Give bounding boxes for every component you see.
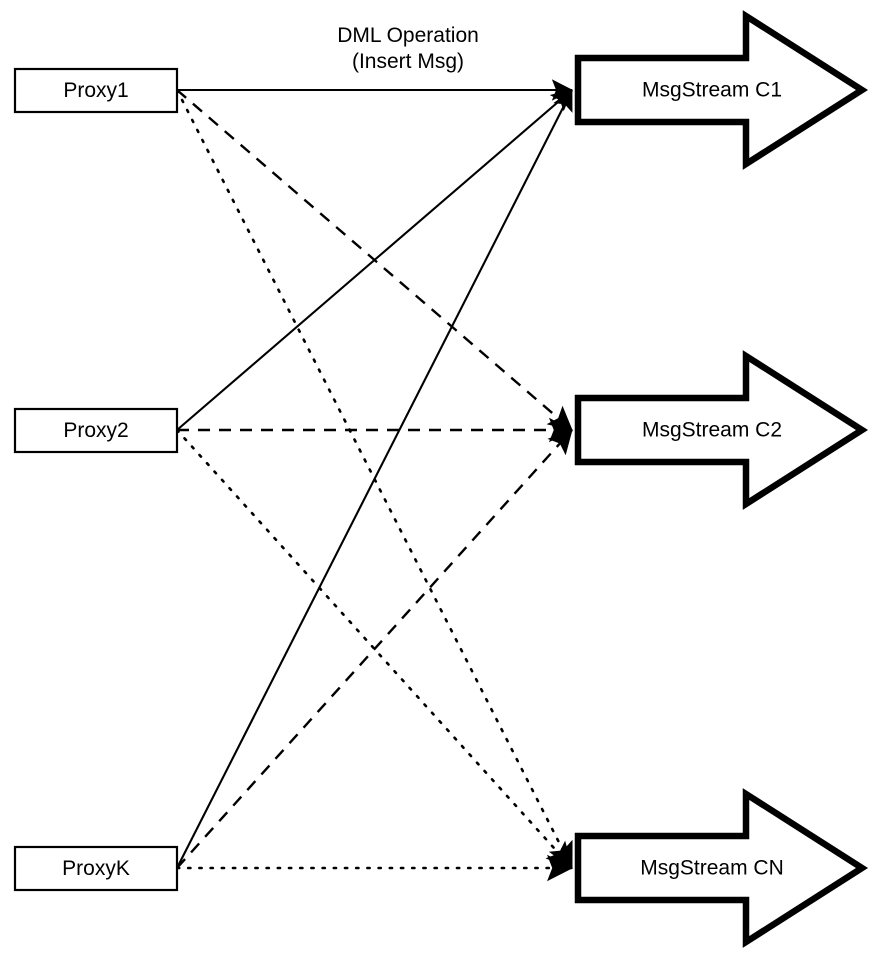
- block-arrow-icon: [574, 350, 869, 510]
- stream-node-c2[interactable]: MsgStream C2: [574, 350, 869, 510]
- stream-label: MsgStream C1: [642, 79, 782, 102]
- connection-proxy2-to-stream-c1[interactable]: [176, 89, 573, 431]
- stream-node-c1[interactable]: MsgStream C1: [574, 10, 869, 170]
- connection-proxyk-to-stream-c1[interactable]: [176, 89, 573, 869]
- proxy-box-rect: [13, 407, 179, 454]
- connection-proxy2-to-stream-cn[interactable]: [175, 428, 574, 870]
- proxy-label: Proxy2: [63, 419, 128, 442]
- proxy-node-proxy2[interactable]: Proxy2: [13, 407, 179, 454]
- block-arrow-icon: [574, 10, 869, 170]
- block-arrow-icon: [574, 788, 869, 948]
- edge-annotation-dml-operation: DML Operation (Insert Msg): [337, 24, 479, 73]
- proxy-node-proxyk[interactable]: ProxyK: [13, 845, 179, 892]
- edge-label-line2: (Insert Msg): [352, 50, 464, 73]
- streams-layer: MsgStream C1 MsgStream C2 MsgStream CN: [574, 10, 869, 948]
- stream-label: MsgStream C2: [642, 419, 782, 442]
- proxy-box-rect: [13, 67, 179, 114]
- connections-layer: [175, 79, 574, 882]
- proxy-node-proxy1[interactable]: Proxy1: [13, 67, 179, 114]
- proxy-label: Proxy1: [63, 79, 128, 102]
- stream-label: MsgStream CN: [640, 857, 784, 880]
- connection-proxyk-to-stream-c2[interactable]: [176, 429, 573, 869]
- edge-label-line1: DML Operation: [337, 24, 479, 47]
- proxy-nodes-layer: Proxy1 Proxy2 ProxyK: [13, 67, 179, 892]
- proxy-label: ProxyK: [62, 857, 130, 880]
- stream-node-cn[interactable]: MsgStream CN: [574, 788, 869, 948]
- proxy-box-rect: [13, 845, 179, 892]
